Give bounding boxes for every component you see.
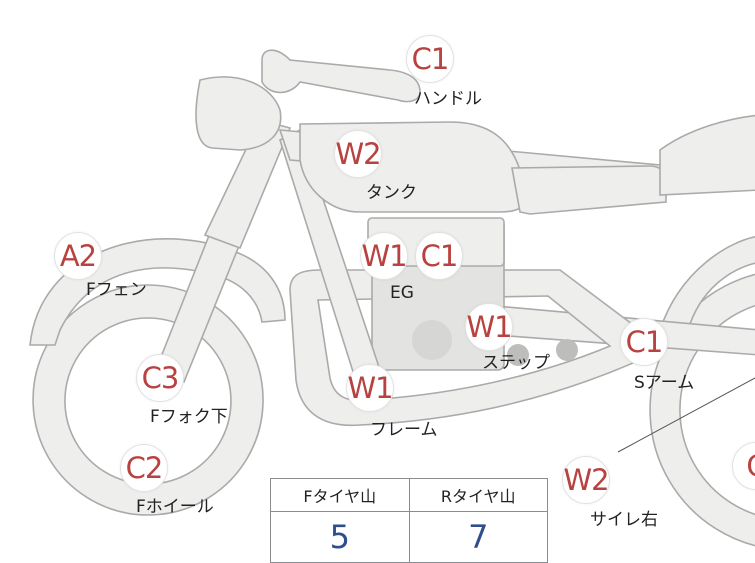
part-label-step: ステップ <box>482 353 550 373</box>
code-badge-f-wheel: C2 <box>120 444 168 492</box>
rear-fender <box>658 236 755 331</box>
table-value-rear-tire: 7 <box>408 511 548 563</box>
handlebar <box>261 49 421 103</box>
table-header-front-tire: Fタイヤ山 <box>270 478 410 512</box>
part-label-frame: フレーム <box>370 420 438 440</box>
rear-body <box>659 114 755 196</box>
part-label-handle: ハンドル <box>414 89 482 109</box>
code-badge-f-fork: C3 <box>136 354 184 402</box>
code-badge-frame: W1 <box>346 364 394 412</box>
seat <box>511 165 667 215</box>
code-badge-tank: W2 <box>334 130 382 178</box>
tire-tread-table: Fタイヤ山 Rタイヤ山 5 7 <box>270 478 548 563</box>
table-header-rear-tire: Rタイヤ山 <box>408 478 548 512</box>
code-badge-step: W1 <box>465 303 513 351</box>
table-value-front-tire: 5 <box>270 511 410 563</box>
part-label-tank: タンク <box>366 183 417 203</box>
fork-upper <box>203 119 292 250</box>
part-label-f-wheel: Fホイール <box>136 497 214 517</box>
step-peg-left <box>507 344 529 366</box>
code-badge-silencer: W2 <box>562 456 610 504</box>
code-badge-s-arm: C1 <box>620 318 668 366</box>
code-badge-eg-c: C1 <box>415 232 463 280</box>
part-label-f-fork: Fフォク下 <box>150 407 228 427</box>
lower-frame <box>289 269 641 427</box>
part-label-f-fender: Fフェン <box>86 280 147 300</box>
code-badge-eg-w: W1 <box>360 232 408 280</box>
engine-cover <box>412 320 452 360</box>
code-badge-handle: C1 <box>406 35 454 83</box>
part-label-silencer: サイレ右 <box>590 510 658 530</box>
step-peg-right <box>556 339 578 361</box>
rear-wheel <box>649 273 755 547</box>
silencer-leader-line <box>617 377 755 453</box>
headlight <box>195 76 282 151</box>
code-badge-f-fender: A2 <box>54 232 102 280</box>
part-label-eg: EG <box>390 283 414 303</box>
part-label-s-arm: Sアーム <box>634 373 695 393</box>
